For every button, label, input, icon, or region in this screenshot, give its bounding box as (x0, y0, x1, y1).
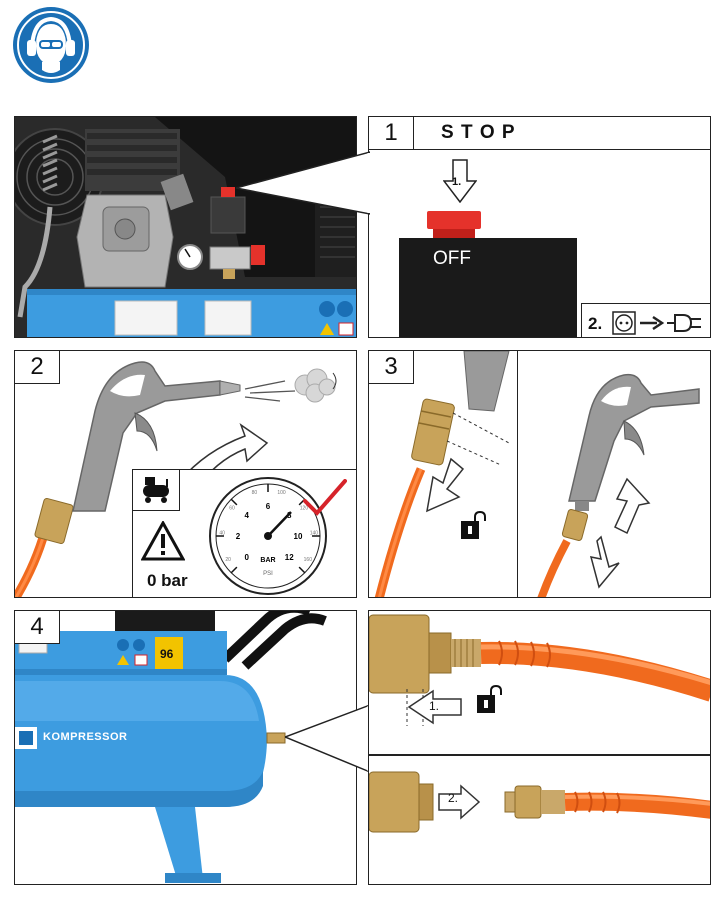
off-label: OFF (433, 248, 471, 269)
coupling-disconnect-illustration (374, 351, 700, 597)
step-number-4: 4 (15, 611, 60, 644)
step4-photo-panel: 4 KOMPRESSOR 96 (14, 610, 357, 885)
gauge-bar-unit: BAR (260, 557, 275, 564)
pressure-switch-box (399, 238, 577, 337)
gauge-bar-tick: 4 (245, 511, 250, 520)
coupler-unlock-illustration (369, 614, 710, 726)
plug-icon (667, 313, 703, 333)
gauge-psi-unit: PSI (263, 571, 273, 577)
press-down-arrow-icon (443, 159, 477, 203)
blow-gun-illustration (15, 361, 337, 597)
brand-label: KOMPRESSOR (43, 731, 128, 743)
step-number-3: 3 (369, 351, 414, 384)
unplug-step-label: 2. (588, 314, 603, 333)
inset-compressor-box (132, 469, 180, 511)
step1-photo-panel (14, 116, 357, 338)
gauge-tick-mark (230, 498, 238, 506)
checkmark-icon (301, 479, 347, 519)
step3-divider (517, 351, 518, 597)
gauge-psi-tick: 60 (229, 505, 235, 511)
unlock-icon (459, 511, 489, 541)
socket-icon (612, 311, 636, 335)
compressor-pump-illustration (15, 117, 356, 337)
gauge-bar-tick: 12 (285, 553, 294, 562)
gauge-bar-tick: 2 (236, 532, 241, 541)
warning-triangle-icon (141, 521, 185, 561)
gauge-psi-tick: 140 (310, 531, 319, 537)
gauge-psi-tick: 120 (300, 505, 309, 511)
step3-panel: 3 (368, 350, 711, 598)
step2-panel: 2 0 bar 024681012204060801001201401 (14, 350, 357, 598)
gauge-psi-tick: 100 (277, 490, 286, 496)
gauge-psi-tick: 40 (219, 531, 225, 537)
unlock-icon-step4 (475, 685, 505, 715)
gauge-bar-tick: 0 (245, 553, 250, 562)
arrow-right-icon (639, 315, 665, 331)
gauge-psi-tick: 80 (252, 490, 258, 496)
connect-step-label: 2. (448, 791, 459, 805)
step4-connect-panel: 2. (368, 755, 711, 885)
step4-unlock-panel: 1. (368, 610, 711, 755)
gauge-bar-tick: 6 (266, 502, 271, 511)
zero-bar-label: 0 bar (147, 571, 188, 590)
pressure-gauge: 02468101220406080100120140160 BAR PSI (208, 476, 328, 596)
unlock-step-label: 1. (429, 699, 440, 713)
gauge-tick-mark (230, 566, 238, 574)
coupler-connect-illustration (369, 771, 710, 833)
step1-stop-panel: 1 S T O P 1. OFF 2. (368, 116, 711, 338)
sound-level-label: 96 (160, 647, 174, 661)
gauge-psi-tick: 20 (225, 557, 231, 563)
step4-callout (285, 610, 370, 885)
stop-button-red (427, 211, 481, 239)
ear-eye-protection-icon (12, 6, 90, 84)
gauge-psi-tick: 160 (304, 557, 313, 563)
stop-title: S T O P (441, 122, 516, 143)
compressor-icon (139, 475, 173, 505)
step-number-2: 2 (15, 351, 60, 384)
gauge-tick-mark (298, 566, 306, 574)
gauge-bar-tick: 10 (294, 532, 303, 541)
step1-callout (236, 116, 370, 338)
step-number-1: 1 (369, 117, 414, 150)
press-step-label: 1. (452, 176, 462, 188)
title-divider (413, 149, 710, 150)
